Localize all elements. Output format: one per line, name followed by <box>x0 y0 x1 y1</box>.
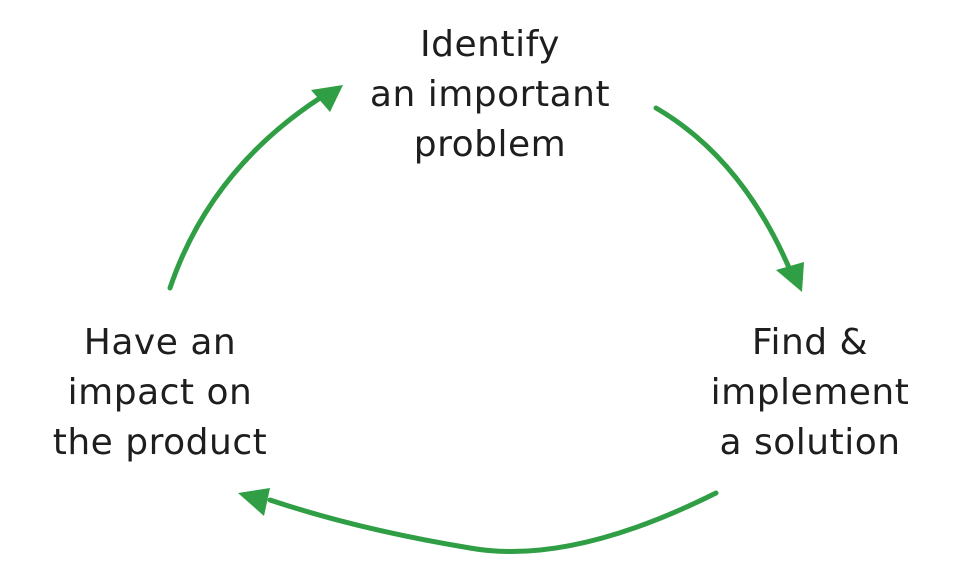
node-line: implement <box>710 372 910 413</box>
arrow-head <box>776 262 804 292</box>
node-line: Find & <box>751 322 869 363</box>
node-line: an important <box>369 74 611 115</box>
arrow-shaft <box>167 95 323 291</box>
node-line: problem <box>413 124 567 165</box>
node-line: the product <box>52 422 268 463</box>
arrow-shaft <box>653 105 793 273</box>
node-line: Identify <box>420 24 560 65</box>
arrow-implement-to-impact <box>238 488 719 555</box>
node-identify-problem: Identify an important problem <box>340 20 640 170</box>
arrow-impact-to-identify <box>167 85 343 291</box>
node-implement-solution: Find & implement a solution <box>680 318 940 468</box>
node-product-impact: Have an impact on the product <box>20 318 300 468</box>
arrow-head <box>311 85 343 112</box>
arrow-shaft <box>267 490 719 555</box>
node-line: a solution <box>719 422 901 463</box>
arrow-identify-to-implement <box>653 105 804 292</box>
node-line: impact on <box>67 372 253 413</box>
node-line: Have an <box>83 322 237 363</box>
arrow-head <box>238 488 270 516</box>
